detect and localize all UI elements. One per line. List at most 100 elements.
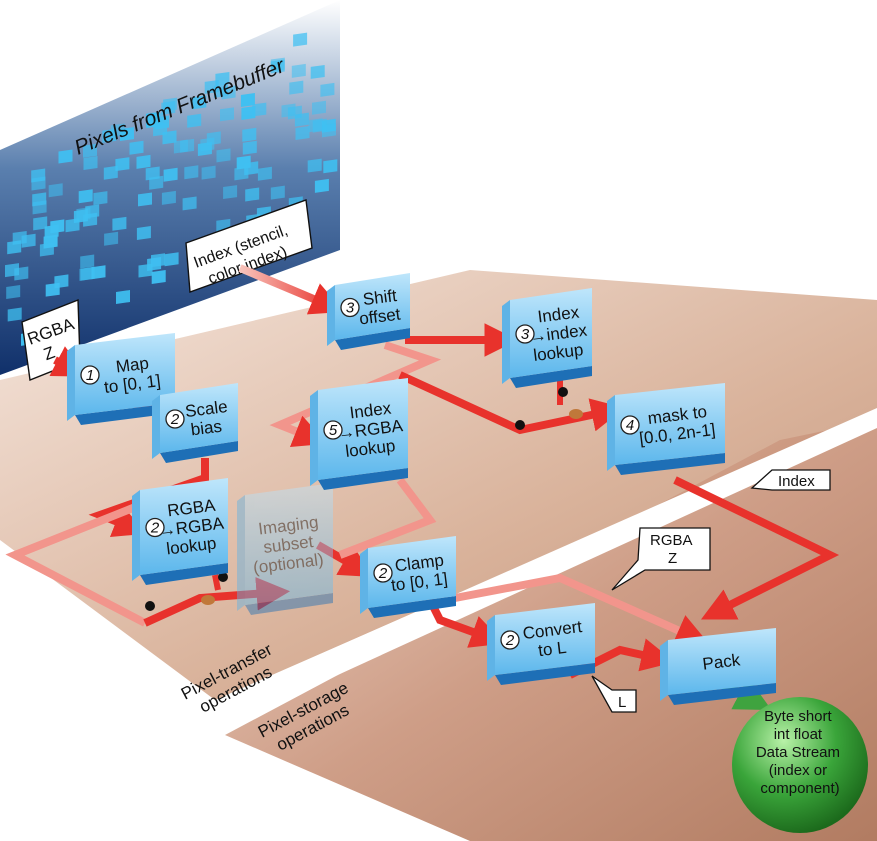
pixel-square — [310, 64, 325, 79]
pixel-square — [201, 165, 216, 180]
box-bottom — [160, 441, 238, 463]
pixel-square — [192, 95, 207, 110]
pixel-square — [83, 155, 98, 170]
step-number: 4 — [626, 417, 634, 434]
box-face — [368, 536, 456, 608]
pixel-square — [145, 111, 160, 126]
pixel-square — [80, 254, 95, 269]
box-side — [487, 615, 495, 681]
pixel-square — [270, 59, 285, 74]
pixel-square — [83, 143, 97, 158]
pixel-square — [182, 196, 197, 211]
pixel-square — [21, 233, 36, 248]
output-line-1: Byte short — [764, 708, 832, 725]
pixel-square — [76, 207, 91, 222]
pixel-square — [281, 103, 296, 118]
box-face — [245, 483, 333, 605]
arrow-mask-to-pack — [673, 476, 840, 620]
pixel-square — [245, 187, 260, 202]
step-number: 2 — [150, 520, 160, 537]
pixel-square — [93, 191, 108, 206]
box-face — [335, 273, 410, 340]
step-number-badge — [323, 420, 343, 440]
box-bottom — [368, 596, 456, 618]
pixel-square — [242, 140, 257, 155]
framebuffer-pixels — [5, 32, 338, 346]
pixel-square — [161, 190, 176, 205]
pixel-square — [145, 166, 160, 181]
box-side — [660, 640, 668, 701]
box-bottom — [140, 563, 228, 585]
pixel-square — [312, 100, 326, 115]
step-number-badge — [373, 563, 393, 583]
pixel-square — [215, 71, 230, 86]
pixel-square — [151, 270, 166, 284]
pixel-square — [104, 231, 119, 246]
pixel-square — [295, 126, 310, 140]
box-side — [237, 495, 245, 611]
box-face — [318, 378, 408, 480]
pixel-square — [173, 139, 188, 154]
box-face — [75, 333, 175, 415]
step-number: 3 — [521, 326, 530, 343]
pixel-square — [187, 113, 202, 128]
svg-text:RGBA Z: RGBA Z — [650, 532, 696, 567]
pixel-square — [129, 140, 144, 155]
pixel-square — [163, 167, 178, 182]
box-side — [132, 490, 140, 581]
pixel-square — [50, 219, 65, 234]
box-bottom — [615, 453, 725, 475]
pixel-square — [307, 158, 322, 173]
step-number-badge — [145, 517, 165, 538]
arrow-lookup-to-imaging — [212, 574, 221, 591]
flag-index-label: Index — [778, 473, 815, 490]
arrow-index-to-shift — [238, 264, 345, 315]
output-line-5: component) — [760, 780, 839, 797]
plane-gap — [205, 408, 877, 728]
output-line-4: (index or — [769, 762, 827, 779]
pixel-square — [216, 148, 231, 163]
box-bottom — [668, 683, 776, 705]
pixel-square — [164, 252, 179, 267]
data-stream-output: Byte short int float Data Stream (index … — [732, 697, 868, 833]
box-pack: Pack — [660, 628, 776, 705]
step-number-badge — [165, 409, 185, 429]
step-number: 5 — [329, 422, 338, 439]
pixel-square — [91, 265, 106, 280]
pixel-square — [234, 166, 249, 181]
flag-index: Index — [750, 469, 831, 491]
pixel-square — [78, 189, 93, 204]
pixel-square — [58, 149, 73, 164]
pixel-square — [220, 107, 234, 122]
box-bottom — [245, 593, 333, 615]
pixel-square — [257, 166, 272, 181]
pixel-square — [136, 225, 151, 240]
pixel-square — [103, 165, 118, 180]
pixel-square — [39, 242, 54, 257]
pixel-square — [138, 192, 152, 207]
box-label-line: Pack — [701, 650, 741, 674]
box-label-line: Map — [115, 354, 150, 377]
pixel-square — [314, 178, 329, 193]
arrow-rgbaz-to-pack — [454, 573, 710, 646]
box-bottom — [495, 663, 595, 685]
output-line-3: Data Stream — [756, 744, 840, 761]
box-label-line: Index — [349, 399, 393, 423]
pixel-square — [252, 102, 267, 117]
step-number-badge — [80, 365, 100, 385]
pixel-square — [110, 123, 125, 138]
pixel-square — [32, 200, 47, 215]
output-line-2: int float — [774, 726, 823, 743]
pixel-square — [241, 106, 256, 120]
box-bottom — [335, 328, 410, 350]
pixel-square — [79, 266, 94, 281]
pixel-square — [242, 127, 257, 142]
